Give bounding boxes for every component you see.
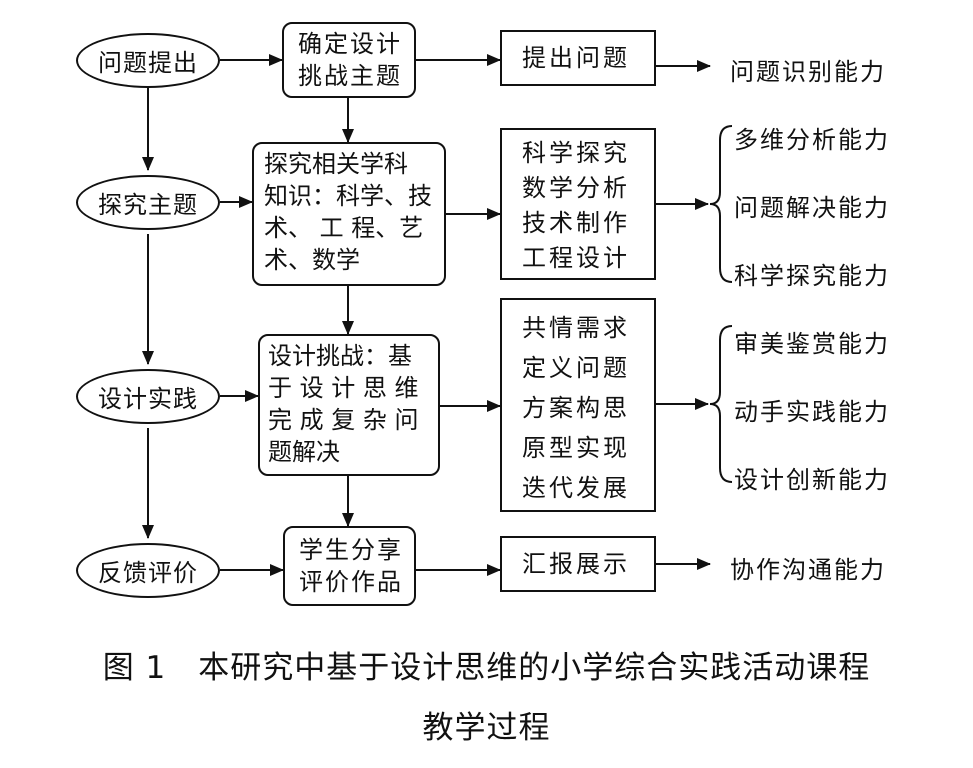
process-define-challenge: 确定设计 挑战主题: [282, 22, 416, 98]
ability-design-innovation: 设计创新能力: [734, 466, 890, 494]
stage-feedback-evaluation: 反馈评价: [76, 543, 220, 598]
process-explore-knowledge: 探究相关学科 知识：科学、技 术、 工 程、艺 术、数学: [252, 142, 446, 286]
ability-collaboration-communication: 协作沟通能力: [730, 556, 886, 584]
figure-caption-line1: 图 1 本研究中基于设计思维的小学综合实践活动课程: [102, 650, 871, 686]
stage-design-practice: 设计实践: [76, 369, 220, 424]
brace-row2: [709, 125, 733, 283]
activity-raise-question: 提出问题: [500, 30, 656, 86]
activity-design-thinking-steps: 共情需求 定义问题 方案构思 原型实现 迭代发展: [500, 298, 656, 512]
stage-explore-theme: 探究主题: [76, 175, 220, 230]
activity-stem-methods: 科学探究 数学分析 技术制作 工程设计: [500, 128, 656, 280]
activity-report-show: 汇报展示: [500, 536, 656, 592]
stage-problem-proposal: 问题提出: [76, 33, 220, 88]
ability-hands-on-practice: 动手实践能力: [734, 398, 890, 426]
figure-caption-line2: 教学过程: [422, 710, 551, 746]
brace-row3: [709, 325, 733, 483]
process-design-challenge: 设计挑战：基 于 设 计 思 维 完 成 复 杂 问 题解决: [258, 334, 440, 476]
ability-problem-identification: 问题识别能力: [730, 58, 886, 86]
ability-aesthetic-appreciation: 审美鉴赏能力: [734, 330, 890, 358]
ability-scientific-inquiry: 科学探究能力: [734, 262, 890, 290]
process-share-evaluate: 学生分享 评价作品: [283, 526, 416, 606]
ability-problem-solving: 问题解决能力: [734, 194, 890, 222]
ability-multidimensional-analysis: 多维分析能力: [734, 126, 890, 154]
